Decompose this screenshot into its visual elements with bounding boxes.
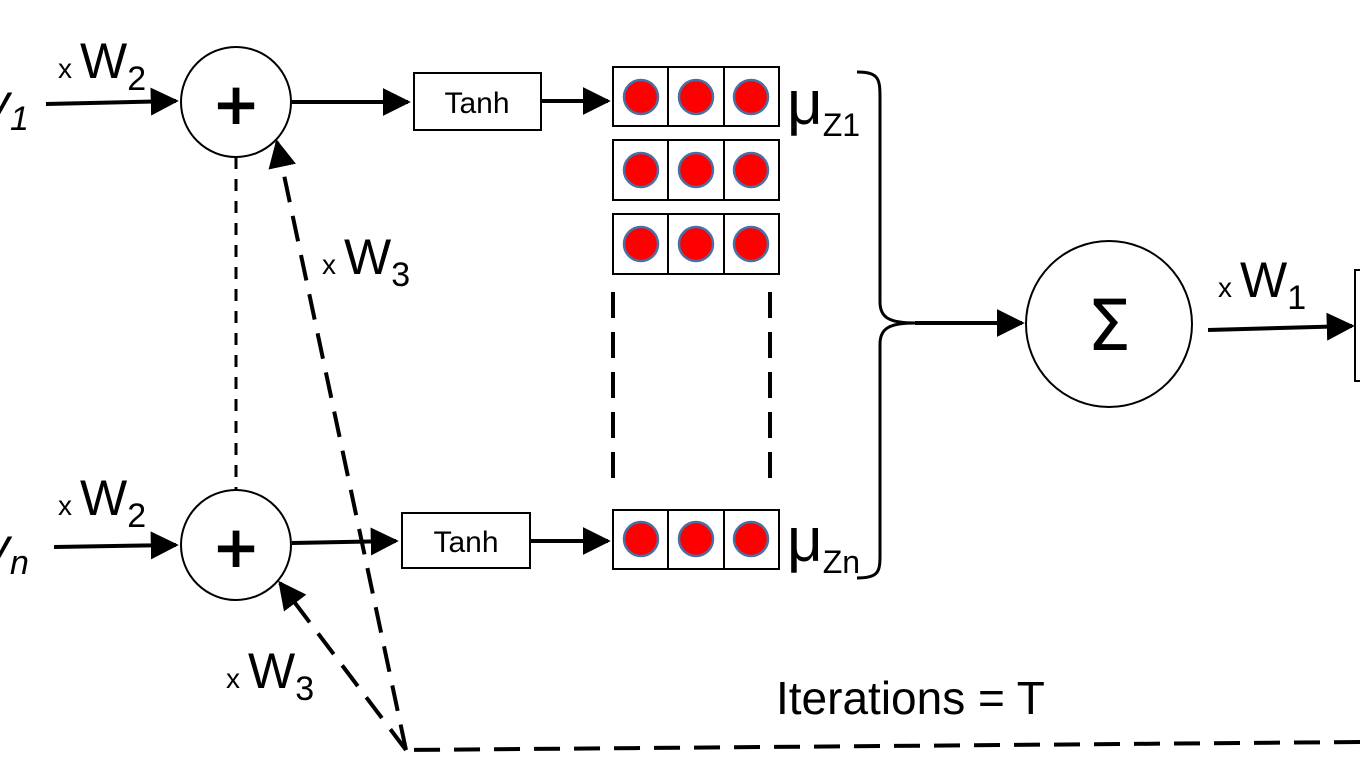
feedback-line-horizontal (405, 740, 1360, 752)
output-box-partial (1354, 269, 1360, 382)
plus-node-bottom: + (180, 489, 292, 601)
arrow-v1-to-plus1 (45, 87, 179, 116)
input-label-vn: vn (0, 520, 29, 582)
plus-symbol-bottom: + (212, 513, 261, 581)
embedding-row-n (612, 509, 780, 570)
embedding-dot (622, 78, 660, 116)
embedding-dot (732, 225, 770, 263)
embedding-dot (677, 151, 715, 189)
embedding-dot (677, 520, 715, 558)
embedding-row-2 (612, 139, 780, 201)
input-label-v1: v1 (0, 76, 29, 138)
embedding-label-mu-zn: μZn (787, 506, 860, 580)
plus-node-top: + (180, 46, 292, 158)
tanh-label-bottom: Tanh (433, 526, 498, 559)
tanh-box-top: Tanh (413, 72, 542, 131)
iterations-label: Iterations = T (776, 672, 1045, 724)
tanh-label-top: Tanh (444, 87, 509, 120)
feedback-arrow-to-plusn (278, 580, 408, 752)
arrow-sum-to-output (1207, 312, 1355, 341)
embedding-dot (732, 151, 770, 189)
embedding-label-mu-z1: μZ1 (787, 69, 860, 143)
sum-symbol: Σ (1087, 285, 1131, 367)
arrow-plusn-to-tanh (291, 527, 399, 556)
embedding-dot (732, 520, 770, 558)
embedding-dot (677, 225, 715, 263)
embedding-row-1 (612, 66, 780, 127)
tanh-box-bottom: Tanh (401, 512, 531, 569)
embedding-row-3 (612, 213, 780, 275)
plus-symbol-top: + (212, 70, 261, 138)
feedback-arrow-to-plus1 (268, 139, 408, 751)
embedding-dot (622, 520, 660, 558)
embedding-dot (622, 151, 660, 189)
embedding-dot (732, 78, 770, 116)
arrow-vn-to-plusn (53, 531, 179, 560)
curly-brace (856, 70, 916, 580)
sum-node: Σ (1025, 240, 1193, 408)
embedding-dot (622, 225, 660, 263)
embedding-dot (677, 78, 715, 116)
